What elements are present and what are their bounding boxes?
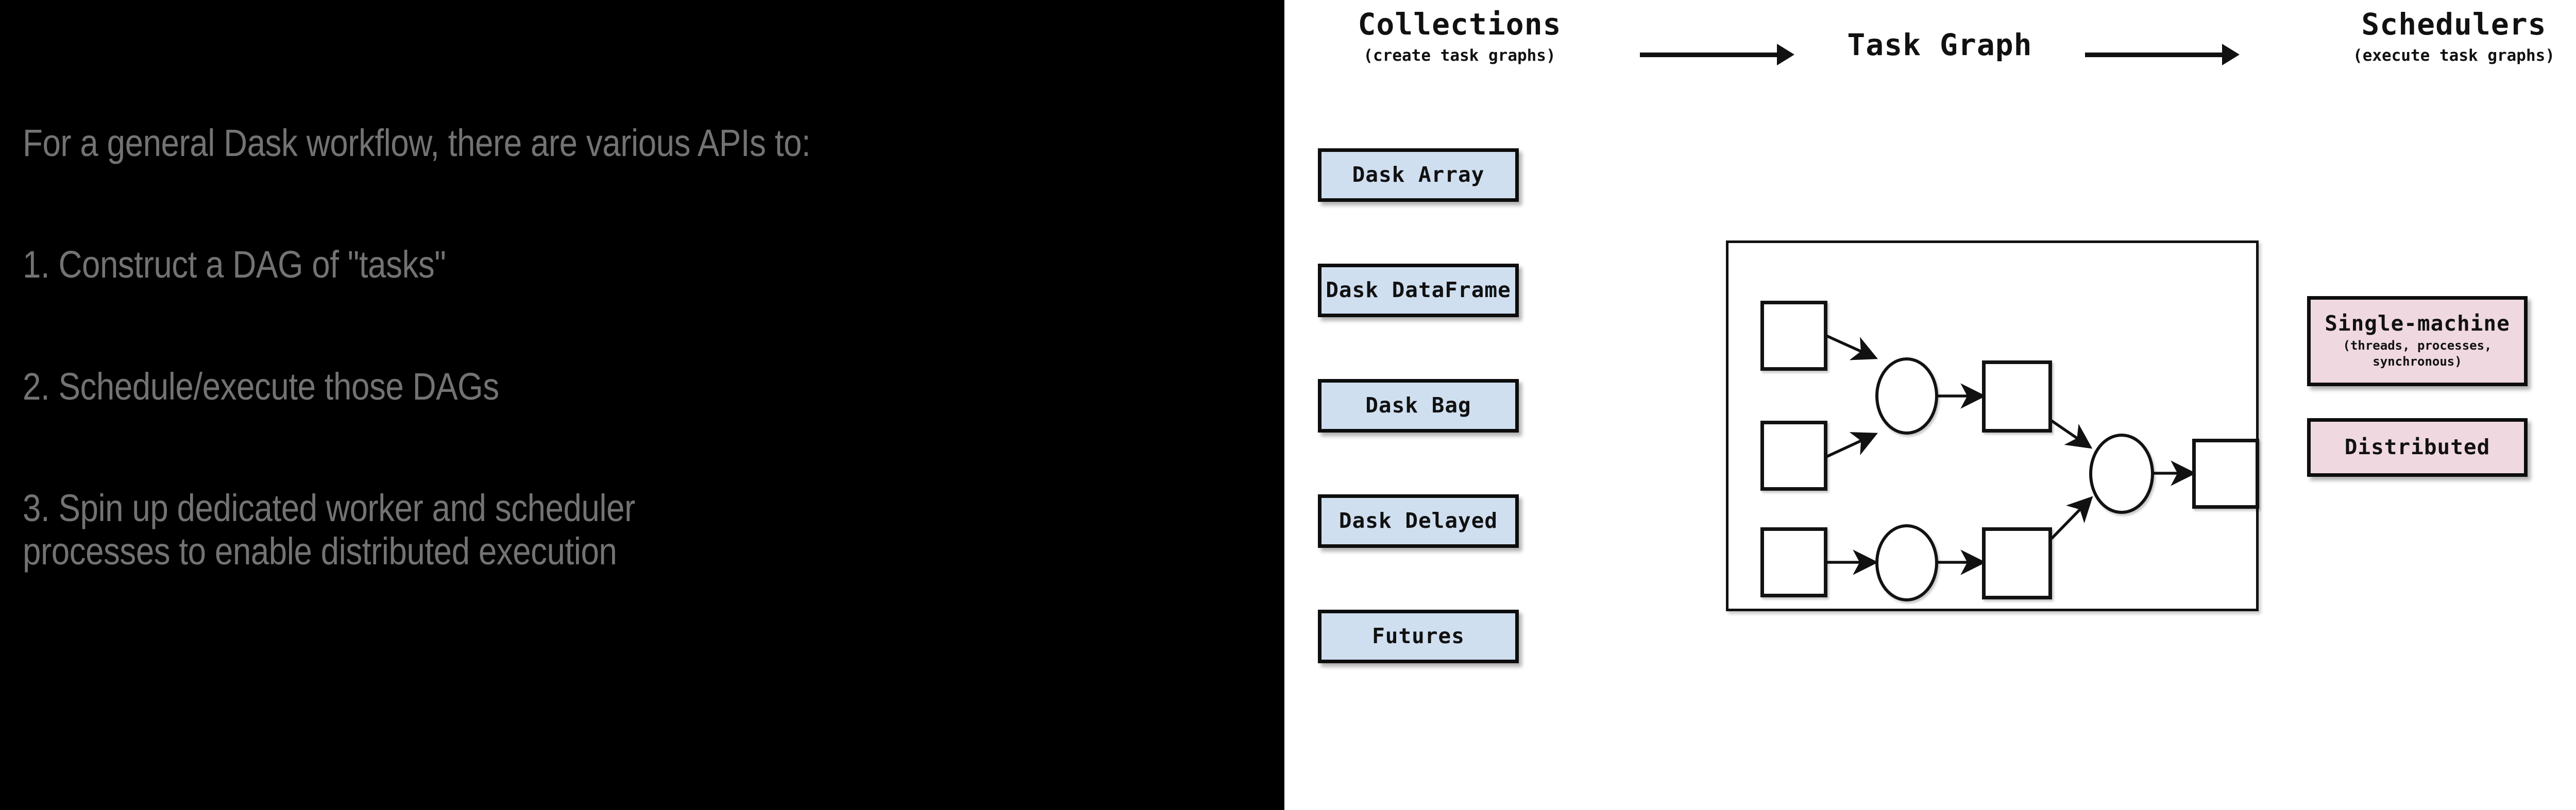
- spacer: [23, 287, 1259, 365]
- collection-box-label: Dask DataFrame: [1326, 278, 1511, 303]
- collection-box-dask-delayed[interactable]: Dask Delayed: [1318, 494, 1519, 548]
- task-node-intermediate-1: [1982, 360, 2052, 433]
- header-schedulers-subtitle: (execute task graphs): [2353, 46, 2555, 65]
- scheduler-box-distributed[interactable]: Distributed: [2307, 418, 2528, 477]
- collection-box-dask-dataframe[interactable]: Dask DataFrame: [1318, 264, 1519, 317]
- slide-text-panel: For a general Dask workflow, there are v…: [0, 0, 1284, 810]
- spacer: [23, 408, 1259, 487]
- arrow-right-icon: [1640, 44, 1794, 65]
- task-node-operation-1: [1875, 357, 1938, 435]
- scheduler-box-sublabel: (threads, processes, synchronous): [2343, 338, 2492, 369]
- spacer: [23, 165, 1259, 243]
- slide-text-body: For a general Dask workflow, there are v…: [23, 122, 1259, 574]
- slide-list-item-2: 2. Schedule/execute those DAGs: [23, 365, 499, 408]
- scheduler-box-label: Single-machine: [2325, 311, 2510, 336]
- scheduler-box-label: Distributed: [2344, 435, 2490, 460]
- slide-list-item-3: 3. Spin up dedicated worker and schedule…: [23, 487, 645, 573]
- arrow-head: [1777, 44, 1794, 65]
- arrow-shaft: [1640, 53, 1778, 57]
- header-schedulers-title: Schedulers: [2361, 7, 2547, 42]
- slide-intro-line: For a general Dask workflow, there are v…: [23, 122, 811, 164]
- header-schedulers: Schedulers (execute task graphs): [2253, 9, 2576, 64]
- collection-box-label: Futures: [1372, 624, 1465, 649]
- task-node-input-3: [1760, 527, 1827, 597]
- header-task-graph-title: Task Graph: [1847, 27, 2032, 62]
- task-node-operation-3: [2089, 434, 2154, 514]
- arrow-head: [2222, 44, 2240, 65]
- task-node-output: [2192, 439, 2259, 509]
- header-collections-title: Collections: [1358, 7, 1562, 42]
- arrow-shaft: [2085, 53, 2223, 57]
- arrow-right-icon: [2085, 44, 2240, 65]
- collection-box-label: Dask Bag: [1365, 393, 1471, 418]
- task-node-input-2: [1760, 421, 1827, 491]
- header-task-graph: Task Graph: [1806, 30, 2074, 60]
- dask-architecture-diagram: Collections (create task graphs) Task Gr…: [1284, 0, 2576, 810]
- collection-box-dask-bag[interactable]: Dask Bag: [1318, 379, 1519, 433]
- header-collections: Collections (create task graphs): [1290, 9, 1630, 64]
- collection-box-futures[interactable]: Futures: [1318, 610, 1519, 663]
- task-node-input-1: [1760, 301, 1827, 371]
- slide-list-item-1: 1. Construct a DAG of "tasks": [23, 243, 446, 286]
- task-graph-container: [1726, 240, 2259, 611]
- scheduler-box-single-machine[interactable]: Single-machine (threads, processes, sync…: [2307, 296, 2528, 386]
- header-collections-subtitle: (create task graphs): [1363, 46, 1556, 65]
- task-node-operation-2: [1875, 524, 1938, 601]
- collection-box-label: Dask Delayed: [1338, 508, 1498, 533]
- collection-box-dask-array[interactable]: Dask Array: [1318, 148, 1519, 202]
- collection-box-label: Dask Array: [1352, 162, 1485, 187]
- task-node-intermediate-2: [1982, 527, 2052, 599]
